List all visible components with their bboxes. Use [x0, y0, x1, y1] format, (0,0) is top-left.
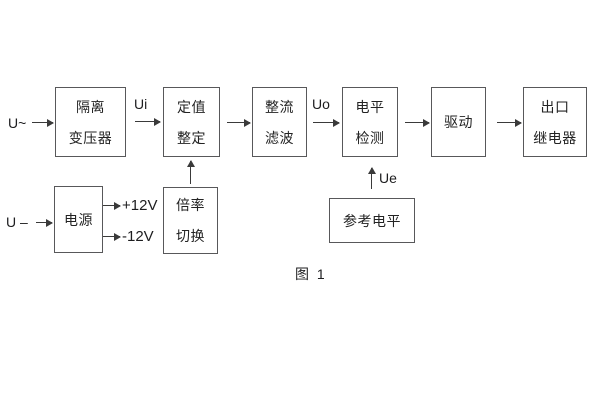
- pos-12v-label: +12V: [122, 197, 158, 214]
- block-label: 出口: [540, 98, 570, 115]
- ac-input-label: U~: [8, 115, 27, 131]
- drive-to-relay-arrow: [497, 118, 522, 127]
- block-power-supply: 电源: [54, 186, 103, 253]
- detect-to-drive-arrow: [405, 118, 430, 127]
- block-label: 整定: [177, 129, 206, 146]
- dc-input-label: U –: [6, 214, 28, 230]
- block-value-setting: 定值 整定: [163, 87, 220, 157]
- setting-to-rectifier-arrow: [227, 118, 251, 127]
- block-level-detect: 电平 检测: [342, 87, 398, 157]
- block-label: 电源: [64, 211, 93, 228]
- block-label: 滤波: [265, 129, 294, 146]
- neg-12v-label: -12V: [122, 228, 154, 245]
- ue-arrow: [367, 167, 376, 189]
- block-label: 电平: [355, 98, 385, 115]
- block-label: 变压器: [68, 129, 113, 146]
- block-label: 参考电平: [343, 212, 401, 229]
- block-label: 整流: [265, 98, 294, 115]
- block-label: 驱动: [444, 114, 473, 130]
- uo-signal-label: Uo: [312, 96, 330, 112]
- block-label: 定值: [177, 98, 206, 115]
- block-output-relay: 出口 继电器: [523, 87, 587, 157]
- figure-caption: 图 1: [295, 266, 327, 282]
- block-label: 倍率: [176, 197, 205, 213]
- ui-arrow: [135, 117, 161, 126]
- block-isolation-transformer: 隔离 变压器: [55, 87, 126, 157]
- uo-arrow: [313, 118, 340, 127]
- ui-signal-label: Ui: [134, 96, 148, 112]
- ratio-to-setting-arrow: [186, 160, 195, 184]
- neg-rail-arrow: [103, 232, 121, 241]
- ac-input-arrow: [32, 118, 54, 127]
- block-label: 继电器: [533, 129, 577, 146]
- block-drive: 驱动: [431, 87, 486, 157]
- block-label: 切换: [176, 228, 205, 244]
- block-label: 隔离: [76, 98, 105, 115]
- ue-signal-label: Ue: [379, 170, 397, 186]
- block-label: 检测: [355, 129, 385, 146]
- block-ratio-switch: 倍率 切换: [163, 187, 218, 254]
- block-reference-level: 参考电平: [329, 198, 415, 243]
- block-rectify-filter: 整流 滤波: [252, 87, 307, 157]
- dc-input-arrow: [36, 218, 53, 227]
- pos-rail-arrow: [103, 201, 121, 210]
